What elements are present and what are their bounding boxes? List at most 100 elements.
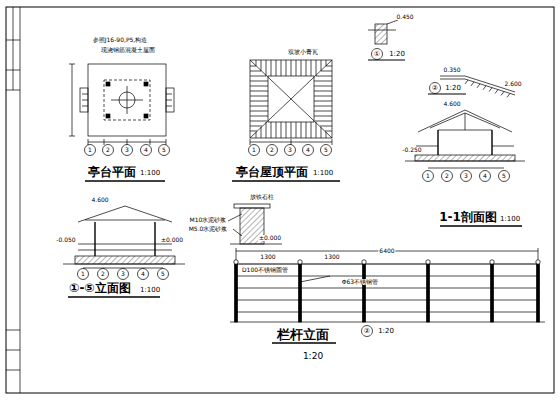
- dimension-label: M10水泥砂浆: [189, 217, 228, 223]
- rafter: [281, 122, 282, 138]
- rafter: [281, 60, 282, 76]
- view-title: 亭台平面: [87, 166, 137, 178]
- rafter: [296, 60, 297, 76]
- rafter: [291, 60, 292, 76]
- rafter: [271, 60, 272, 76]
- rafter: [261, 127, 262, 138]
- dimension-label: 放铁石柱: [249, 194, 275, 200]
- axis-bubble: [480, 171, 491, 182]
- detail-1: [368, 20, 405, 60]
- rafter: [256, 60, 257, 66]
- dimension-label: 2: [269, 147, 275, 153]
- ground-hatch: [483, 86, 486, 90]
- rafter: [250, 116, 268, 117]
- axis-bubble: [98, 269, 109, 280]
- rafter: [261, 60, 262, 71]
- dimension-label: 现浇钢筋混凝土屋面: [100, 47, 156, 53]
- view-title: ①-⑤立面图: [68, 282, 131, 294]
- rafter: [250, 81, 268, 82]
- dimension-label: ②: [431, 85, 439, 92]
- dimension-label: 1300: [323, 254, 340, 260]
- axis-bubble: [362, 326, 373, 337]
- dimension-label: 3: [463, 173, 469, 179]
- rafter: [250, 86, 268, 87]
- dimension-label: 1: [87, 147, 93, 153]
- dimension-label: 1:20: [302, 352, 324, 361]
- rafter: [316, 60, 317, 76]
- axis-bubble: [78, 269, 89, 280]
- post-cap: [490, 260, 494, 264]
- rafter: [276, 122, 277, 138]
- axis-bubble: [138, 269, 149, 280]
- dimension-label: M5.0水泥砂浆: [188, 226, 229, 232]
- rafter: [250, 96, 268, 97]
- post-cap: [536, 260, 540, 264]
- dimension-label: 2: [100, 271, 106, 277]
- dimension-label: 4.600: [90, 197, 109, 203]
- rafter: [326, 66, 332, 67]
- rafter: [314, 81, 332, 82]
- rafter: [315, 121, 332, 122]
- post-cap: [234, 260, 238, 264]
- dimension-label: 3: [287, 147, 293, 153]
- dimension-label: 4: [140, 271, 146, 277]
- railing-post: [427, 262, 430, 322]
- dimension-label: 1:100: [312, 170, 334, 177]
- dimension-label: 1:100: [499, 216, 521, 223]
- ground-hatch: [465, 80, 468, 84]
- leader-line: [228, 214, 242, 221]
- railing-post: [235, 262, 238, 322]
- rafter: [286, 122, 287, 138]
- dimension-label: 1:20: [444, 85, 462, 92]
- axis-bubble: [442, 171, 453, 182]
- view-title: 栏杆立面: [276, 328, 330, 341]
- rafter: [306, 60, 307, 76]
- dimension-label: Φ63不锈钢管: [341, 279, 379, 285]
- dimension-label: ①: [373, 51, 381, 58]
- railing-post: [299, 262, 302, 322]
- rafter: [326, 60, 327, 66]
- rafter: [320, 126, 332, 127]
- railing-post: [363, 262, 366, 322]
- dimension-label: 1:20: [377, 328, 395, 335]
- ground-hatch: [471, 82, 474, 86]
- axis-bubble: [321, 145, 332, 156]
- dimension-label: 参照J16-90,P5,构造: [92, 37, 148, 43]
- rafter: [306, 122, 307, 138]
- dimension-label: -0.050: [55, 237, 76, 243]
- dimension-label: 2.600: [503, 81, 522, 87]
- post-cap: [426, 260, 430, 264]
- rafter: [321, 71, 332, 72]
- rafter: [296, 122, 297, 138]
- ground-hatch: [495, 90, 498, 94]
- axis-bubble: [158, 269, 169, 280]
- leader-line: [233, 229, 242, 236]
- rafter: [271, 122, 272, 138]
- rafter: [266, 122, 267, 138]
- rafter: [321, 60, 322, 71]
- section-1-1: [405, 110, 525, 226]
- roof-plan: [232, 60, 340, 181]
- rafter: [314, 96, 332, 97]
- rafter: [314, 106, 332, 107]
- axis-bubble: [141, 145, 152, 156]
- dimension-label: 5: [323, 147, 329, 153]
- view-title: 亭台屋顶平面: [235, 166, 309, 178]
- rafter: [250, 91, 268, 92]
- dimension-label: 1: [80, 271, 86, 277]
- dimension-label: 1300: [259, 254, 276, 260]
- dimension-label: 5: [161, 147, 167, 153]
- axis-bubble: [372, 49, 383, 60]
- wall-detail: [230, 204, 282, 244]
- dimension-label: 4: [305, 147, 311, 153]
- axis-bubble: [461, 171, 472, 182]
- ground-hatch: [489, 88, 492, 92]
- axis-bubble: [122, 145, 133, 156]
- rafter: [301, 60, 302, 76]
- ground-hatch: [507, 93, 510, 97]
- dimension-label: D100不锈钢圆管: [241, 267, 289, 273]
- rafter: [250, 66, 256, 67]
- post-cap: [298, 260, 302, 264]
- rafter: [325, 131, 332, 132]
